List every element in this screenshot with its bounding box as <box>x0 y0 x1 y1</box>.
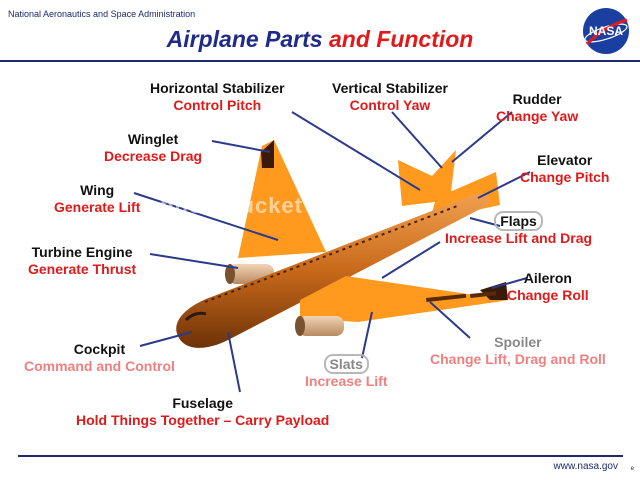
label-winglet: Winglet Decrease Drag <box>104 131 202 165</box>
label-aileron: Aileron Change Roll <box>507 270 589 304</box>
winglet-name: Winglet <box>127 131 179 147</box>
horizontal-stabilizer-name: Horizontal Stabilizer <box>150 80 285 96</box>
agency-name: National Aeronautics and Space Administr… <box>8 9 196 19</box>
photobucket-watermark: photobucket <box>160 193 303 218</box>
elevator-function: Change Pitch <box>520 169 610 185</box>
wing-function: Generate Lift <box>54 199 141 215</box>
title-accent: and Function <box>328 26 474 52</box>
rudder-name: Rudder <box>512 91 562 107</box>
label-flaps: Flaps Increase Lift and Drag <box>445 211 593 247</box>
cockpit-function: Command and Control <box>24 358 175 374</box>
cockpit-name: Cockpit <box>73 341 126 357</box>
leader-lines <box>133 111 531 393</box>
turbine-engine-function: Generate Thrust <box>28 261 137 277</box>
lower-wing <box>300 276 508 322</box>
footer-rule <box>18 455 623 457</box>
flaps-function: Increase Lift and Drag <box>445 230 593 246</box>
aileron-function: Change Roll <box>507 287 589 303</box>
spoiler-name: Spoiler <box>494 334 542 350</box>
nasa-url: www.nasa.gov <box>553 461 618 472</box>
winglet-function: Decrease Drag <box>104 148 203 164</box>
fuselage-function: Hold Things Together – Carry Payload <box>76 412 330 428</box>
vertical-stabilizer-name: Vertical Stabilizer <box>332 80 448 96</box>
slats-function: Increase Lift <box>305 373 388 389</box>
label-turbine-engine: Turbine Engine Generate Thrust <box>28 244 136 278</box>
vertical-stabilizer-shape <box>398 150 456 206</box>
flaps-name: Flaps <box>494 211 543 231</box>
aileron-name: Aileron <box>523 270 572 286</box>
vertical-stabilizer-function: Control Yaw <box>349 97 431 113</box>
wing-name: Wing <box>80 182 115 198</box>
nasa-logo: NASA <box>583 8 629 54</box>
rudder-function: Change Yaw <box>496 108 579 124</box>
label-slats: Slats Increase Lift <box>305 354 388 390</box>
label-spoiler: Spoiler Change Lift, Drag and Roll <box>430 334 606 368</box>
fuselage-shape <box>176 193 490 348</box>
title-main: Airplane Parts <box>166 26 323 52</box>
label-wing: Wing Generate Lift <box>54 182 140 216</box>
slats-name: Slats <box>323 354 369 374</box>
header-rule <box>0 60 640 62</box>
label-horizontal-stabilizer: Horizontal Stabilizer Control Pitch <box>150 80 285 114</box>
engine-lower <box>295 316 344 336</box>
label-cockpit: Cockpit Command and Control <box>24 341 175 375</box>
page-title: Airplane Parts and Function <box>0 26 640 53</box>
corner-mark: e <box>630 466 634 472</box>
svg-text:NASA: NASA <box>589 24 623 38</box>
spoiler-function: Change Lift, Drag and Roll <box>430 351 606 367</box>
label-vertical-stabilizer: Vertical Stabilizer Control Yaw <box>332 80 448 114</box>
turbine-engine-name: Turbine Engine <box>31 244 133 260</box>
upper-wing <box>238 140 326 258</box>
elevator-name: Elevator <box>537 152 593 168</box>
label-fuselage: Fuselage Hold Things Together – Carry Pa… <box>76 395 329 429</box>
horizontal-stabilizer-function: Control Pitch <box>173 97 262 113</box>
label-elevator: Elevator Change Pitch <box>520 152 609 186</box>
label-rudder: Rudder Change Yaw <box>496 91 578 125</box>
fuselage-name: Fuselage <box>172 395 234 411</box>
